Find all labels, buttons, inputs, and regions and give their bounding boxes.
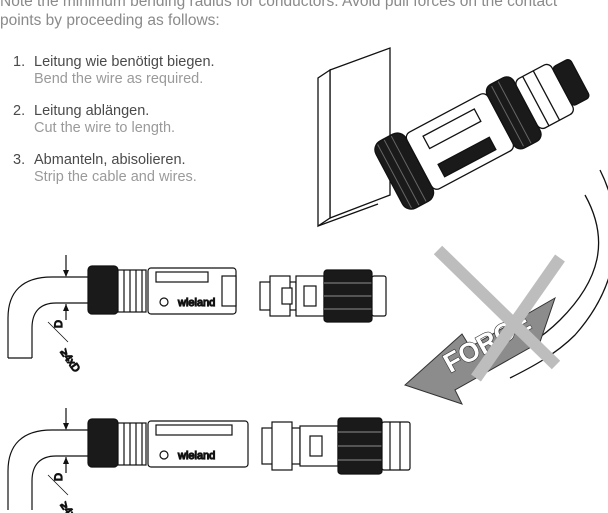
step-2: 2. Leitung ablängen. Cut the wire to len… <box>0 103 215 137</box>
panel-mount-connector <box>317 47 608 379</box>
connector-assembly-1: D ≥4xD wieland <box>7 255 387 375</box>
mounting-panel <box>329 47 391 219</box>
step-text-de: Leitung ablängen. <box>34 103 150 119</box>
step-text-en: Bend the wire as required. <box>34 71 204 87</box>
step-number: 3. <box>13 152 26 168</box>
dimension-d-label: D <box>53 473 65 481</box>
step-1: 1. Leitung wie benötigt biegen. Bend the… <box>0 54 215 88</box>
bend-radius-label: ≥4xD <box>58 347 83 375</box>
cross-line-1 <box>433 245 561 370</box>
force-warning: FORCE <box>404 245 565 405</box>
step-3: 3. Abmanteln, abisolieren. Strip the cab… <box>0 152 215 186</box>
steps-list: 1. Leitung wie benötigt biegen. Bend the… <box>0 54 215 201</box>
cross-line-2 <box>471 254 565 382</box>
brand-label: wieland <box>177 297 215 309</box>
step-text-en: Strip the cable and wires. <box>34 169 197 185</box>
step-number: 1. <box>13 54 26 70</box>
dimension-d-label: D <box>53 320 65 328</box>
intro-text: Note the minimum bending radius for cond… <box>0 0 608 30</box>
bend-radius-label: ≥4xD <box>58 500 83 513</box>
connector-assembly-2: D ≥4xD wieland <box>7 408 411 513</box>
step-text-de: Leitung wie benötigt biegen. <box>34 54 215 70</box>
intro-line-2: points by proceeding as follows: <box>0 12 220 29</box>
intro-line-1: Note the minimum bending radius for cond… <box>0 0 558 10</box>
brand-label: wieland <box>177 450 215 462</box>
step-text-de: Abmanteln, abisolieren. <box>34 152 186 168</box>
step-number: 2. <box>13 103 26 119</box>
step-text-en: Cut the wire to length. <box>34 120 176 136</box>
